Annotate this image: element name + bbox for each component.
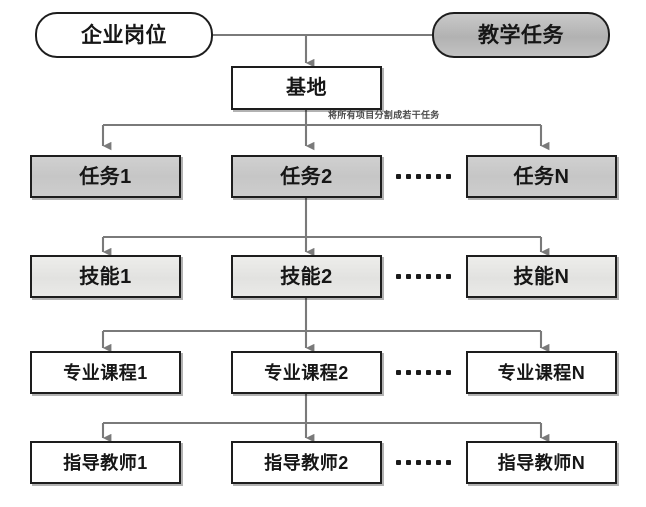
- node-course-n[interactable]: 专业课程N: [466, 351, 617, 394]
- node-course-2[interactable]: 专业课程2: [231, 351, 382, 394]
- ellipsis-task-row: [396, 174, 451, 179]
- node-teacher-n[interactable]: 指导教师N: [466, 441, 617, 484]
- node-teacher-2[interactable]: 指导教师2: [231, 441, 382, 484]
- node-teacher-1[interactable]: 指导教师1: [30, 441, 181, 484]
- ellipsis-skill-row: [396, 274, 451, 279]
- node-base[interactable]: 基地: [231, 66, 382, 110]
- node-skill-1[interactable]: 技能1: [30, 255, 181, 298]
- node-enterprise-post[interactable]: 企业岗位: [35, 12, 213, 58]
- node-task-2[interactable]: 任务2: [231, 155, 382, 198]
- node-teaching-task[interactable]: 教学任务: [432, 12, 610, 58]
- node-task-1[interactable]: 任务1: [30, 155, 181, 198]
- node-skill-2[interactable]: 技能2: [231, 255, 382, 298]
- ellipsis-course-row: [396, 370, 451, 375]
- ellipsis-teacher-row: [396, 460, 451, 465]
- node-course-1[interactable]: 专业课程1: [30, 351, 181, 394]
- annotation-split-projects: 将所有项目分割成若干任务: [328, 111, 440, 121]
- node-task-n[interactable]: 任务N: [466, 155, 617, 198]
- node-skill-n[interactable]: 技能N: [466, 255, 617, 298]
